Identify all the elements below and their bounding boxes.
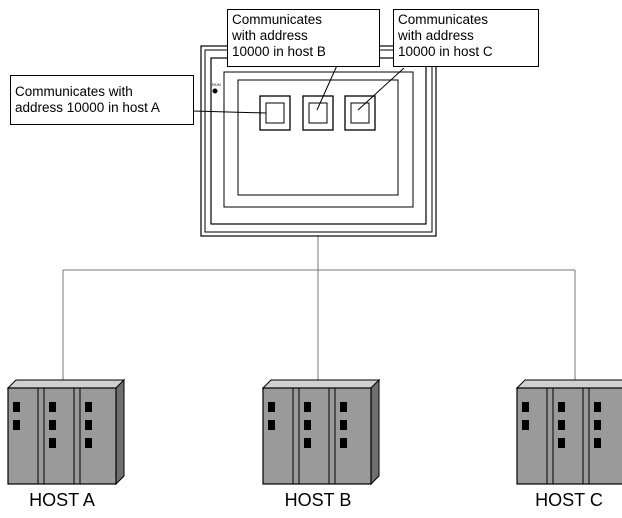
status-led-icon: [85, 420, 92, 430]
status-led-icon: [268, 402, 275, 412]
status-led-icon: [85, 438, 92, 448]
status-led-icon: [268, 420, 275, 430]
host-b-label: HOST B: [284, 490, 352, 510]
screen-host-b-icon: [302, 95, 334, 131]
hosts-layer: [6, 378, 622, 486]
plc-rack-icon: [6, 378, 126, 486]
status-led-icon: [522, 402, 529, 412]
callout-host-a: Communicates with address 10000 in host …: [10, 75, 194, 125]
leader-host-a: [192, 110, 267, 114]
status-led-icon: [49, 438, 56, 448]
leader-host-c: [357, 67, 405, 111]
status-led-icon: [304, 438, 311, 448]
status-led-icon: [522, 420, 529, 430]
host-c-label: HOST C: [535, 490, 603, 510]
host-a-label: HOST A: [29, 490, 95, 510]
callout-leaders: [192, 60, 405, 114]
status-led-icon: [340, 420, 347, 430]
status-led-icon: [340, 402, 347, 412]
panel-indicator-icon: [212, 88, 218, 94]
callout-host-b: Communicates with address 10000 in host …: [227, 9, 380, 67]
callout-host-c: Communicates with address 10000 in host …: [393, 9, 539, 67]
plc-rack-icon: [515, 379, 622, 485]
status-led-icon: [304, 420, 311, 430]
status-led-icon: [558, 438, 565, 448]
status-led-icon: [13, 420, 20, 430]
screen-host-c-icon: [344, 95, 376, 131]
status-led-icon: [49, 420, 56, 430]
status-led-icon: [594, 420, 601, 430]
status-led-icon: [304, 402, 311, 412]
svg-text:RUN: RUN: [212, 82, 221, 87]
plc-rack-icon: [261, 378, 381, 486]
status-led-icon: [49, 402, 56, 412]
status-led-icon: [85, 402, 92, 412]
touch-panel-display-icon: RUN: [200, 45, 437, 237]
status-led-icon: [558, 402, 565, 412]
status-led-icon: [340, 438, 347, 448]
status-led-icon: [558, 420, 565, 430]
status-led-icon: [13, 402, 20, 412]
status-led-icon: [594, 438, 601, 448]
leader-host-b: [316, 60, 340, 111]
status-led-icon: [594, 402, 601, 412]
network-wiring: [62, 236, 576, 388]
